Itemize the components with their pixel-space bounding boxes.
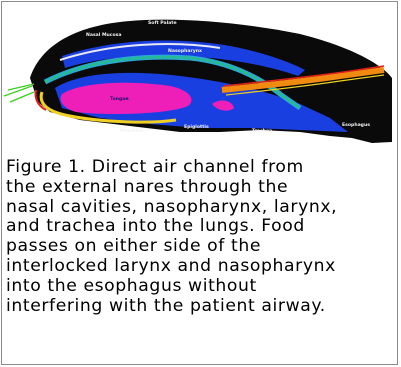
- label-tongue: Tongue: [110, 96, 129, 102]
- label-trachea: Trachea: [252, 128, 272, 134]
- label-nasopharynx: Nasopharynx: [168, 48, 202, 54]
- label-nasal-mucosa: Nasal Mucosa: [86, 32, 122, 38]
- figure-caption: Figure 1. Direct air channel from the ex…: [6, 158, 398, 316]
- nostril-lines: [4, 84, 34, 102]
- anatomy-diagram: Soft Palate Nasal Mucosa Nasopharynx Ton…: [0, 0, 401, 150]
- label-esophagus: Esophagus: [342, 122, 370, 128]
- label-epiglottis: Epiglottis: [184, 124, 209, 130]
- label-soft-palate: Soft Palate: [148, 20, 177, 26]
- label-mandible: Mandible: [120, 128, 144, 134]
